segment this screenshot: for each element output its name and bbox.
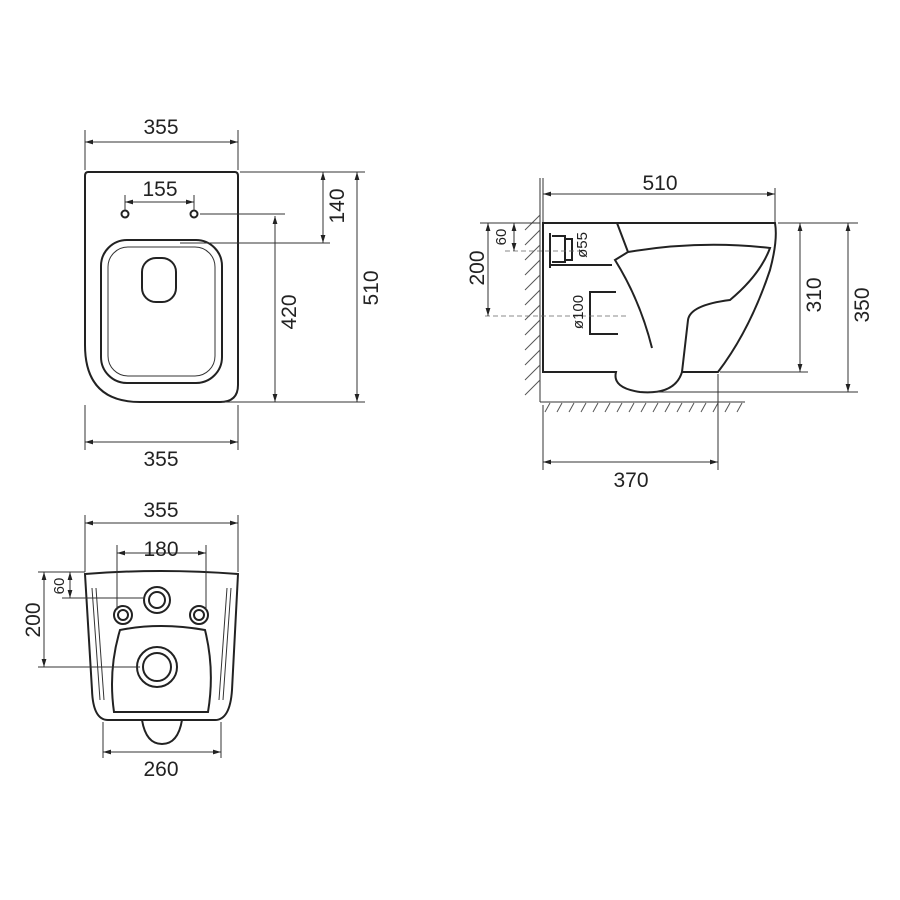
back-view-outline bbox=[83, 570, 240, 721]
top-view: 355 155 140 420 510 355 bbox=[84, 116, 383, 471]
back-view: 355 180 60 200 260 bbox=[22, 499, 240, 781]
dim-total-height: 350 bbox=[851, 287, 874, 322]
inner-rim bbox=[111, 625, 212, 713]
floor-hatching bbox=[544, 402, 743, 413]
dim-width-top: 355 bbox=[143, 116, 178, 139]
dim-bottom-width: 260 bbox=[143, 758, 178, 781]
dim-floor-projection: 370 bbox=[613, 469, 648, 492]
wall-hatching bbox=[524, 214, 541, 396]
dim-outlet-height: 200 bbox=[466, 250, 489, 285]
fixing-hole-right bbox=[189, 605, 209, 625]
bottom-bump bbox=[141, 719, 183, 746]
fixing-hole-left bbox=[113, 605, 133, 625]
bowl-profile bbox=[613, 222, 772, 373]
inlet-hole bbox=[143, 586, 171, 614]
mounting-hole-right bbox=[189, 209, 199, 219]
dim-inlet-offset: 60 bbox=[493, 229, 510, 246]
dim-side-length: 510 bbox=[642, 172, 677, 195]
side-view-outline bbox=[542, 222, 777, 394]
dim-outlet-diameter: ø100 bbox=[570, 295, 587, 329]
dim-back-outlet-height: 200 bbox=[22, 602, 45, 637]
top-view-outline bbox=[84, 171, 239, 403]
dim-width-bottom: 355 bbox=[143, 448, 178, 471]
dim-total-length: 510 bbox=[360, 270, 383, 305]
dim-hole-spacing: 155 bbox=[142, 178, 177, 201]
dim-back-inlet-offset: 60 bbox=[51, 578, 68, 595]
outlet-pipe bbox=[589, 291, 618, 335]
mounting-hole-left bbox=[120, 209, 130, 219]
seat-inner bbox=[107, 246, 216, 377]
dim-back-width: 355 bbox=[143, 499, 178, 522]
side-view: 510 60 200 ø55 ø100 310 350 370 bbox=[466, 172, 874, 492]
dim-seat-length: 420 bbox=[278, 294, 301, 329]
seat-outline bbox=[100, 239, 223, 384]
inlet-pipe bbox=[549, 233, 612, 268]
dim-hole-offset: 140 bbox=[326, 188, 349, 223]
dim-back-hole-spacing: 180 bbox=[143, 538, 178, 561]
dim-body-height: 310 bbox=[803, 277, 826, 312]
dim-inlet-diameter: ø55 bbox=[574, 232, 591, 258]
lid-hinge-opening bbox=[141, 257, 177, 303]
